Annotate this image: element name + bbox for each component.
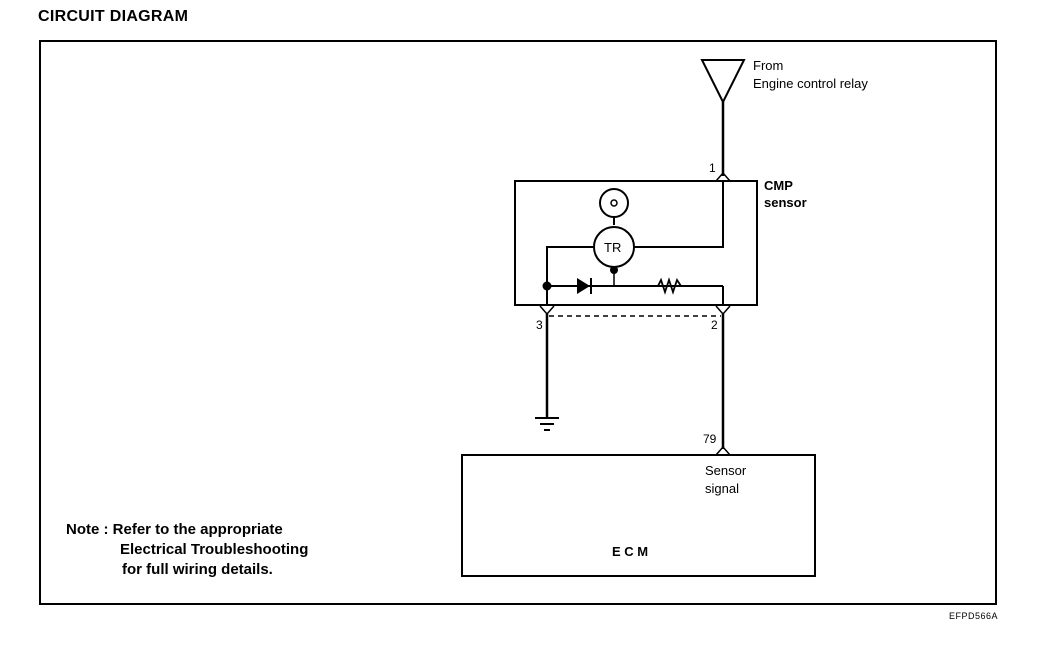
diode-icon xyxy=(577,278,590,294)
junction-dot-base xyxy=(610,266,618,274)
ecm-signal-label-2: signal xyxy=(705,481,739,496)
pin-79-label: 79 xyxy=(703,432,717,446)
ecm-label: E C M xyxy=(612,544,648,559)
page-title: CIRCUIT DIAGRAM xyxy=(38,8,189,25)
hall-element-icon xyxy=(599,188,629,218)
sensor-label-cmp: CMP xyxy=(764,178,793,193)
ecm-signal-label-1: Sensor xyxy=(705,463,747,478)
wire-internal-ground xyxy=(546,246,594,305)
junction-dot-ground xyxy=(542,281,552,291)
wire-internal-power xyxy=(634,181,724,248)
pin-2-label: 2 xyxy=(711,318,718,332)
power-source-symbol xyxy=(700,59,746,105)
note-line-3: for full wiring details. xyxy=(122,561,273,578)
source-label-relay: Engine control relay xyxy=(753,76,868,91)
figure-code: EFPD566A xyxy=(948,611,998,621)
note-line-2: Electrical Troubleshooting xyxy=(120,541,309,558)
note-line-1: Note : Refer to the appropriate xyxy=(66,521,283,538)
source-label-from: From xyxy=(753,58,783,73)
cmp-sensor-box xyxy=(514,180,758,306)
note-block: Note : Refer to the appropriate Electric… xyxy=(66,520,308,580)
pin-2-connector xyxy=(715,305,731,316)
transistor-label: TR xyxy=(604,240,621,255)
pin-79-connector xyxy=(715,445,731,456)
ground-symbol-icon xyxy=(535,417,559,431)
diagram-frame xyxy=(39,40,997,605)
pin-3-label: 3 xyxy=(536,318,543,332)
ecm-box xyxy=(461,454,816,577)
pin-3-connector xyxy=(539,305,555,316)
pin-1-connector xyxy=(715,171,731,182)
sensor-label-sensor: sensor xyxy=(764,195,807,210)
resistor-icon xyxy=(657,277,682,295)
pin-1-label: 1 xyxy=(709,161,716,175)
hall-element-center xyxy=(610,199,618,207)
